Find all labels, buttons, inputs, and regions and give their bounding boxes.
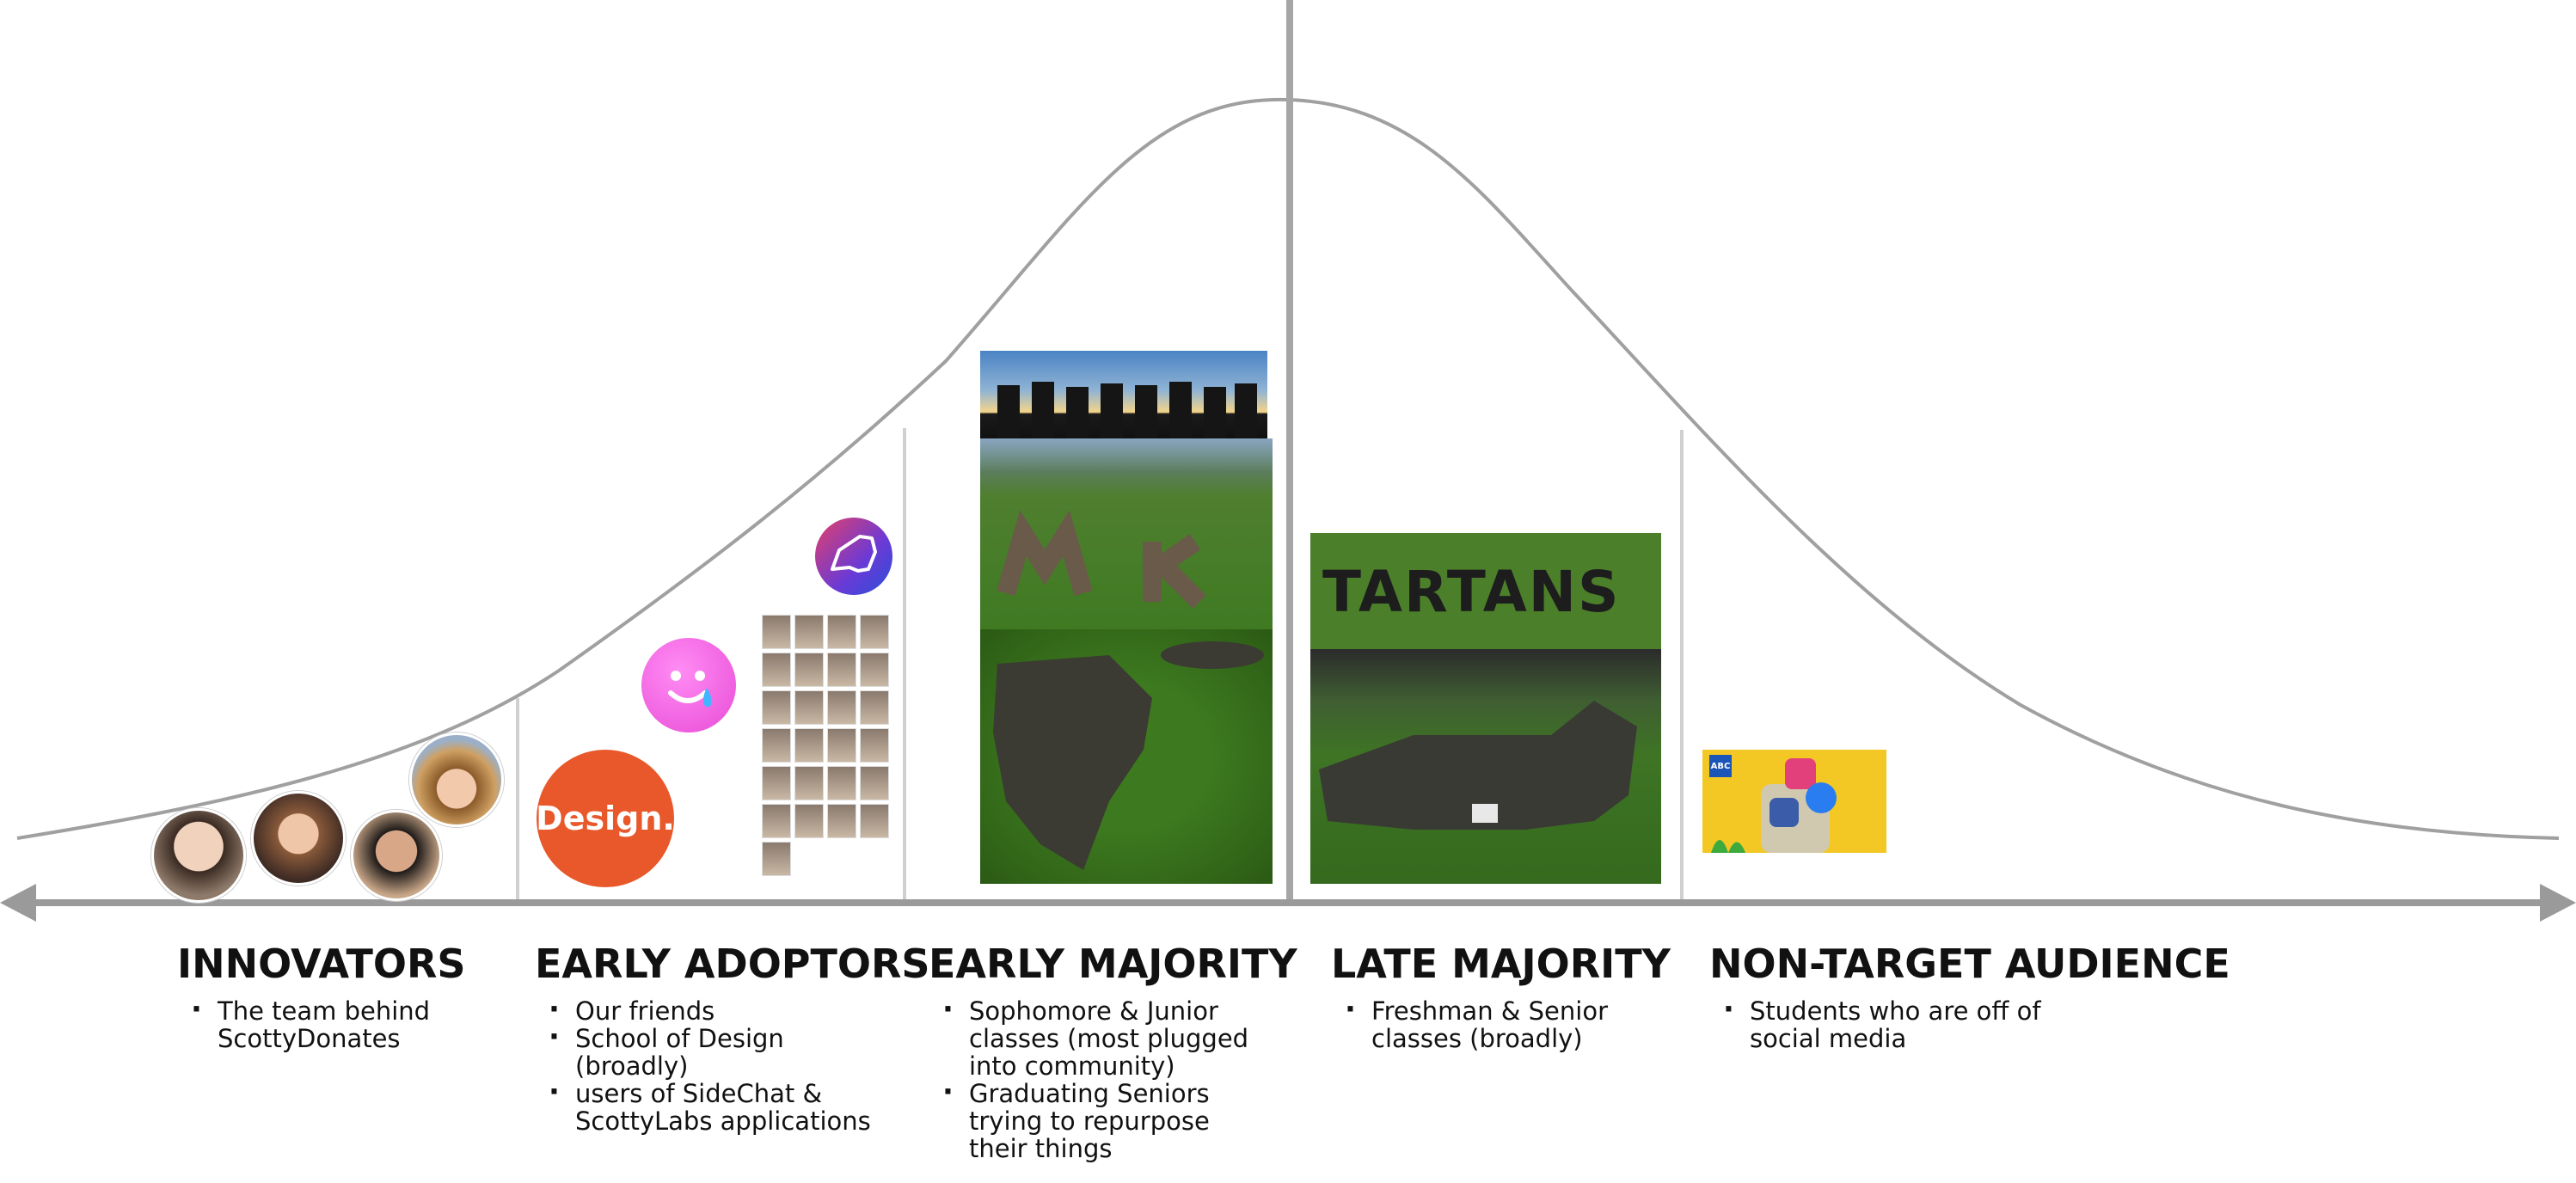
social-media-jar-photo: ABC xyxy=(1702,750,1886,853)
abc-news-badge: ABC xyxy=(1709,755,1732,777)
segment-list-late-majority: Freshman & Senior classes (broadly) xyxy=(1333,996,1625,1052)
scotty-dog-crowd-photo xyxy=(980,629,1273,884)
sidechat-logo-icon xyxy=(815,518,892,595)
segment-bullet: users of SideChat & ScottyLabs applicati… xyxy=(537,1078,919,1135)
segment-title-late-majority: LATE MAJORITY xyxy=(1331,941,1671,987)
segment-bullet: School of Design (broadly) xyxy=(537,1023,799,1080)
left-arrow-icon xyxy=(0,884,36,922)
segment-bullet: Graduating Seniors trying to repurpose t… xyxy=(930,1078,1253,1162)
team-avatar-3 xyxy=(351,810,442,901)
segment-title-innovators: INNOVATORS xyxy=(177,941,466,987)
crowd-dog-silhouette-icon xyxy=(1319,701,1637,830)
smile-face-icon xyxy=(668,671,712,708)
crowd-dog-shape-icon xyxy=(993,641,1264,870)
student-headshot-grid xyxy=(762,615,892,881)
right-arrow-icon xyxy=(2540,884,2576,922)
team-avatar-4 xyxy=(409,732,504,827)
segment-list-early-adoptors: Our friends School of Design (broadly) u… xyxy=(537,996,880,1135)
segment-bullet: Freshman & Senior classes (broadly) xyxy=(1333,996,1625,1052)
abc-badge-text: ABC xyxy=(1710,761,1731,771)
crowd-letters-icon xyxy=(997,510,1206,609)
graduates-silhouette-icon xyxy=(997,382,1257,438)
segment-bullet: Students who are off of social media xyxy=(1711,996,2072,1052)
team-avatar-2 xyxy=(251,791,346,886)
dog-outline-icon xyxy=(831,535,877,573)
smile-tear-emoji-icon xyxy=(641,638,736,732)
design-logo-text: Design. xyxy=(536,800,675,837)
dog-crowd-lawn-photo xyxy=(1310,649,1661,884)
segment-list-early-majority: Sophomore & Junior classes (most plugged… xyxy=(930,996,1274,1162)
graduation-silhouette-photo xyxy=(980,351,1267,438)
social-media-apps-jar-icon xyxy=(1711,758,1837,853)
segment-title-early-majority: EARLY MAJORITY xyxy=(929,941,1297,987)
team-avatar-1 xyxy=(151,808,246,903)
bell-curve xyxy=(16,97,2560,840)
segment-bullet: Our friends xyxy=(537,996,880,1025)
segment-list-innovators: The team behind ScottyDonates xyxy=(179,996,488,1052)
campus-lawn-letters-photo xyxy=(980,438,1273,629)
segment-list-non-target-audience: Students who are off of social media xyxy=(1711,996,2072,1052)
design-school-logo: Design. xyxy=(536,750,675,887)
segment-title-non-target-audience: NON-TARGET AUDIENCE xyxy=(1709,941,2230,987)
segment-bullet: Sophomore & Junior classes (most plugged… xyxy=(930,996,1274,1080)
segment-title-early-adoptors: EARLY ADOPTORS xyxy=(535,941,930,987)
tartans-crowd-photo: TARTANS xyxy=(1310,533,1661,649)
tartans-crowd-text: TARTANS xyxy=(1322,559,1621,625)
segment-bullet: The team behind ScottyDonates xyxy=(179,996,488,1052)
